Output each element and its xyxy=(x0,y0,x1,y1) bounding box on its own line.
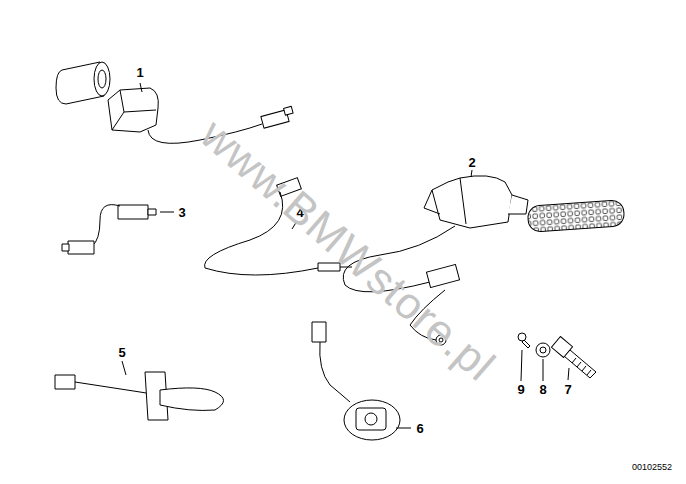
part-outline xyxy=(55,62,625,440)
part-outline xyxy=(568,368,569,380)
heated-grip-left xyxy=(56,62,293,143)
part-outline xyxy=(426,264,459,287)
part-outline xyxy=(460,178,466,224)
part-outline xyxy=(518,333,526,341)
part-outline xyxy=(160,388,224,411)
callout-number: 2 xyxy=(468,156,475,169)
callout-number: 1 xyxy=(136,66,143,79)
part-outline xyxy=(312,322,326,342)
callout-number: 5 xyxy=(118,346,125,359)
part-outline xyxy=(108,88,158,132)
part-outline xyxy=(471,170,472,177)
part-outline xyxy=(160,212,174,213)
part-outline xyxy=(124,110,156,112)
part-outline xyxy=(540,347,546,353)
part-outline xyxy=(284,106,294,115)
part-outline xyxy=(424,190,440,214)
part-outline xyxy=(536,343,550,357)
part-outline xyxy=(140,83,142,92)
part-outline xyxy=(98,70,106,88)
part-outline xyxy=(55,375,75,389)
part-outline xyxy=(68,241,94,254)
part-outline xyxy=(92,205,120,246)
part-outline xyxy=(62,244,69,251)
drawing-number: 00102552 xyxy=(632,463,672,472)
screw-9 xyxy=(518,333,530,381)
part-outline xyxy=(522,340,530,348)
part-outline xyxy=(356,408,386,430)
part-outline xyxy=(396,428,411,429)
callout-number: 7 xyxy=(564,383,571,396)
callout-number: 9 xyxy=(517,383,524,396)
washer-8 xyxy=(536,343,550,381)
callout-number: 6 xyxy=(416,422,423,435)
watermark: www.BMWstore.pl xyxy=(193,111,503,388)
callout-number: 3 xyxy=(178,206,185,219)
switch-part-3 xyxy=(62,205,174,254)
lever-switch-5 xyxy=(55,361,224,420)
part-outline xyxy=(344,400,400,440)
part-outline xyxy=(94,62,110,96)
bolt-7 xyxy=(551,336,596,380)
part-outline xyxy=(118,205,148,219)
part-outline xyxy=(551,336,572,357)
part-outline xyxy=(543,359,544,381)
part-outline xyxy=(122,361,126,375)
callout-number: 8 xyxy=(539,383,546,396)
part-outline xyxy=(320,342,350,402)
part-outline xyxy=(112,90,124,130)
part-outline xyxy=(432,176,512,228)
part-outline xyxy=(572,358,591,375)
switch-6 xyxy=(312,322,411,440)
part-outline xyxy=(365,413,377,425)
part-outline xyxy=(508,195,528,214)
part-outline xyxy=(148,209,156,215)
part-outline xyxy=(521,350,522,381)
part-outline xyxy=(527,200,625,233)
